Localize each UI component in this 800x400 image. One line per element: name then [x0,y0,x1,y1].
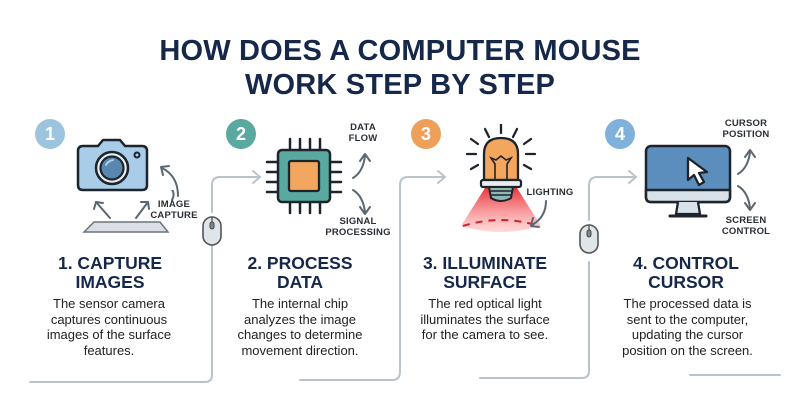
image-capture-arrow-icon [160,165,179,197]
cursor-position-callout: CURSOR POSITION [722,118,770,140]
mouse-icon [201,215,223,247]
screen-control-callout: SCREEN CONTROL [721,215,771,237]
step-4-badge: 4 [605,119,635,149]
step-1-badge: 1 [35,119,65,149]
title-line-2: WORK STEP BY STEP [244,69,556,101]
cursor-control-arrows-icon [737,149,756,211]
step-1-title: 1. CAPTURE IMAGES [57,253,163,292]
connector-1-2-lower [29,243,213,383]
step-4-title: 4. CONTROL CURSOR [633,253,739,292]
data-flow-arrows-icon [352,153,371,215]
step-2-description: The internal chip analyzes the image cha… [237,296,363,358]
step-4-description: The processed data is sent to the comput… [622,296,753,358]
lighting-arrow-icon [530,200,547,228]
surface-capture-arrows-icon [82,190,175,233]
step-3-badge: 3 [411,119,441,149]
camera-icon [76,138,150,192]
mouse-icon [578,223,600,255]
image-capture-callout: IMAGE CAPTURE [150,199,198,221]
step-1-description: The sensor camera captures continuous im… [46,296,172,358]
chip-icon [265,137,343,215]
page-title: HOW DOES A COMPUTER MOUSE WORK STEP BY S… [0,34,800,102]
step-2-badge: 2 [226,119,256,149]
signal-processing-callout: SIGNAL PROCESSING [325,216,391,238]
step-3-description: The red optical light illuminates the su… [420,296,550,342]
step-3-title: 3. ILLUMINATE SURFACE [422,253,548,292]
title-line-1: HOW DOES A COMPUTER MOUSE [159,35,641,67]
data-flow-callout: DATA FLOW [348,122,378,144]
lighting-callout: LIGHTING [526,187,574,198]
step-2-title: 2. PROCESS DATA [247,253,353,292]
monitor-cursor-icon [644,144,734,224]
